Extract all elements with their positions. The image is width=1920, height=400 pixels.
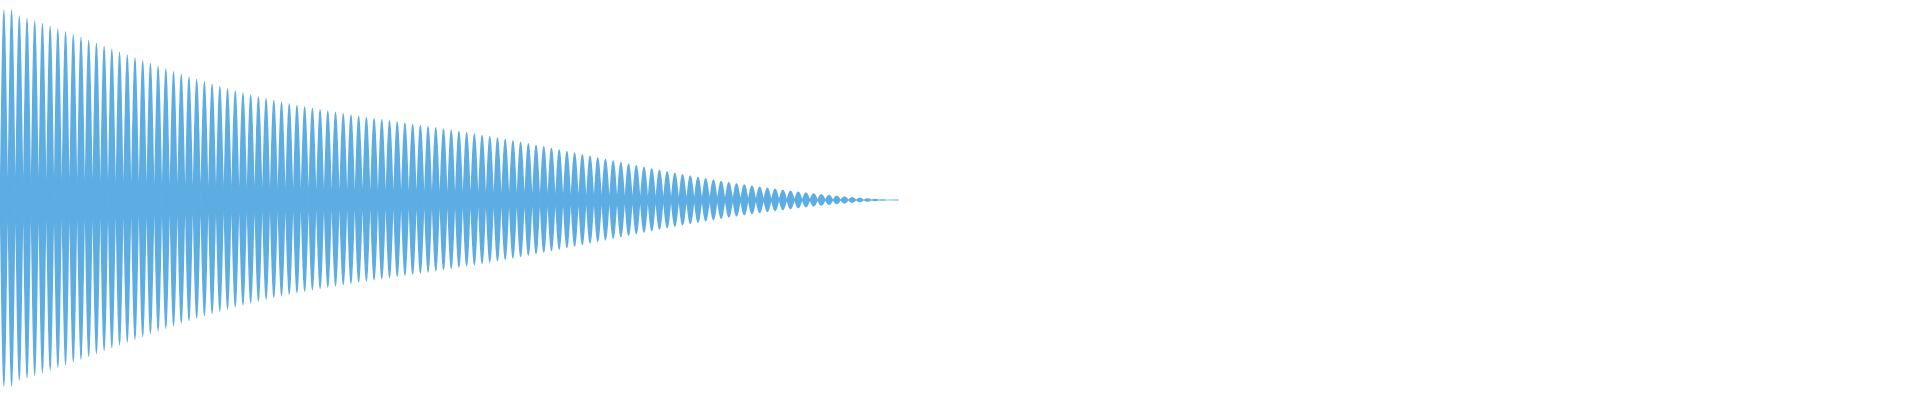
waveform-path: [0, 9, 896, 387]
